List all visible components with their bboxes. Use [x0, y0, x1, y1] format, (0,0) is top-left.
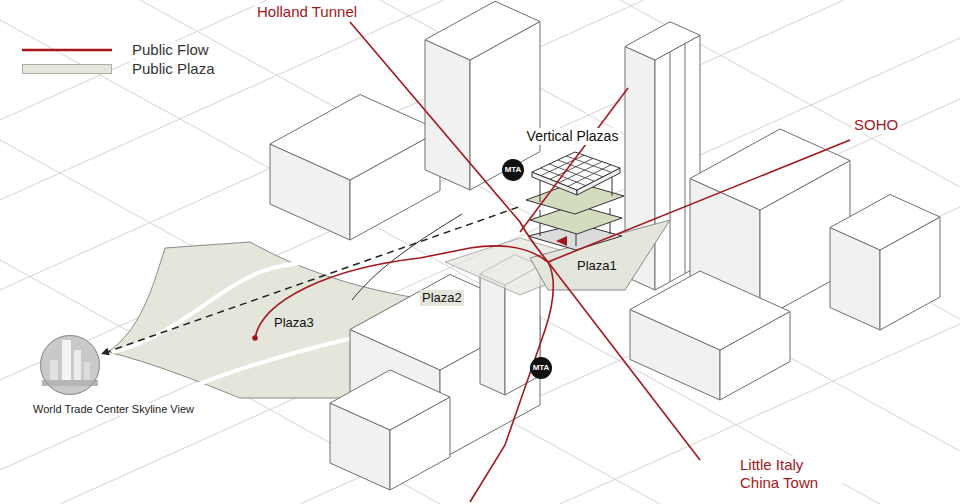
building-face — [480, 274, 505, 395]
building-face — [330, 370, 450, 430]
subway-label: MTA — [505, 166, 522, 174]
tower-figure — [84, 362, 90, 382]
flow-line — [255, 246, 548, 338]
legend-swatch — [22, 64, 112, 74]
flow-line — [520, 88, 628, 232]
flow-start-dot — [253, 336, 257, 340]
building-face — [425, 1, 540, 60]
building-label: Vertical Plazas — [525, 128, 621, 145]
legend: Public FlowPublic Plaza — [22, 40, 217, 78]
vertical-plazas-building — [526, 152, 624, 250]
destination-label: Little Italy China Town — [738, 456, 842, 492]
plaza-node: Plaza3 — [272, 315, 318, 333]
legend-line-sample — [22, 44, 112, 56]
sightline-arrow — [102, 207, 518, 354]
plaza-node: Plaza2 — [420, 290, 466, 308]
flow-line — [350, 22, 548, 262]
street-line — [0, 140, 660, 504]
legend-text: Public Flow — [130, 41, 211, 59]
street-line — [300, 207, 960, 504]
legend-row: Public Plaza — [22, 59, 217, 78]
plaza-node: Plaza1 — [575, 258, 621, 276]
facade-line — [670, 44, 685, 283]
building-face — [830, 195, 940, 251]
view-circle — [40, 335, 100, 395]
destination-label: Holland Tunnel — [255, 3, 359, 21]
flow-line — [548, 140, 850, 262]
buildings — [270, 1, 940, 490]
tower-figure — [50, 360, 58, 382]
building-face — [630, 271, 790, 350]
subway-symbol: MTA — [502, 159, 524, 181]
legend-text: Public Plaza — [130, 60, 217, 78]
tower-figure — [74, 350, 81, 382]
subway-label: MTA — [533, 364, 550, 372]
landscape-curve — [180, 334, 370, 392]
building-node: Vertical Plazas — [520, 128, 625, 248]
building-face — [425, 40, 470, 190]
flow-line — [470, 262, 553, 502]
legend-row: Public Flow — [22, 40, 217, 59]
building-face — [625, 22, 700, 60]
plaza-label: Plaza3 — [272, 315, 316, 331]
street-line — [0, 20, 880, 504]
flow-line — [548, 262, 700, 460]
street-line — [60, 99, 960, 504]
street-line — [0, 0, 267, 120]
subway-symbol: MTA — [530, 357, 552, 379]
grid-line — [541, 155, 612, 186]
skyline-view-image — [40, 335, 100, 395]
destination-label: SOHO — [852, 116, 900, 134]
building-face — [270, 95, 440, 181]
ground-strip — [42, 380, 98, 386]
view-node: World Trade Center Skyline View — [40, 335, 100, 395]
public-flow-lines — [253, 22, 850, 502]
entry-marker — [556, 236, 567, 246]
legend-line — [22, 48, 112, 51]
tower-figure — [62, 340, 71, 382]
view-label: World Trade Center Skyline View — [31, 403, 196, 416]
plaza-label: Plaza1 — [575, 258, 619, 274]
plaza-label: Plaza2 — [420, 290, 464, 306]
building-face — [690, 129, 850, 210]
